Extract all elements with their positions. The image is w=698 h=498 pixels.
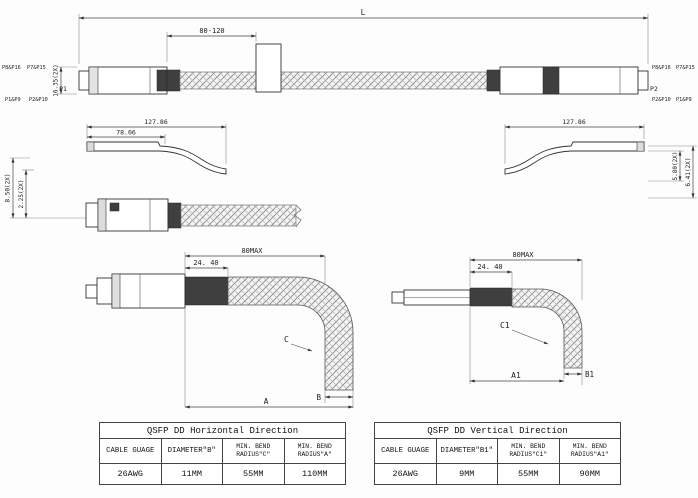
cell-diameter: 11MM <box>162 464 223 484</box>
dim-label-position: 80-120 <box>199 27 224 35</box>
port-p1-label: P1 <box>59 85 67 93</box>
dim-bend-v-offset: 24. 40 <box>477 263 502 271</box>
dim-height-8-50: 8.50(2X) <box>5 174 12 203</box>
pin-label: P2&P10 <box>652 97 671 103</box>
connector-p2 <box>486 66 649 95</box>
cable-bend <box>511 288 583 369</box>
label-length-a: A <box>264 397 269 406</box>
cell-bend-radius-c: 55MM <box>223 464 285 484</box>
pin-label: P8&P16 <box>652 65 671 71</box>
cell-diameter: 9MM <box>437 464 498 484</box>
dim-profile-right-length: 127.86 <box>562 118 586 126</box>
table-data-row: 26AWG 11MM 55MM 110MM <box>100 464 345 484</box>
cell-bend-radius-c1: 55MM <box>498 464 560 484</box>
bend-view-horizontal: 80MAX 24. 40 C B A <box>85 247 354 409</box>
column-header-min-bend-a1: MIN. BEND RADIUS"A1" <box>570 443 609 458</box>
column-header-diameter: DIAMETER"B" <box>162 439 223 463</box>
table-title: QSFP DD Vertical Direction <box>375 423 620 439</box>
dim-bend-h-max: 80MAX <box>241 247 263 255</box>
table-data-row: 26AWG 9MM 55MM 90MM <box>375 464 620 484</box>
label-bend-radius-c: C <box>284 335 289 344</box>
dim-connector-height: 16.35(2X) <box>53 64 60 97</box>
column-header-min-bend-a: MIN. BEND RADIUS"A" <box>297 443 332 458</box>
connector-side-view <box>85 198 302 232</box>
cable-profile <box>504 141 645 175</box>
table-header-row: CABLE GUAGE DIAMETER"B" MIN. BEND RADIUS… <box>100 439 345 464</box>
cable-profile <box>86 141 227 175</box>
table-header-row: CABLE GUAGE DIAMETER"B1" MIN. BEND RADIU… <box>375 439 620 464</box>
height-dims-left: 8.50(2X) 2.25(2X) <box>5 157 86 219</box>
technical-drawing: L 80-120 16.35(2X) P1 P2 P8&P16 P7&P1 <box>2 8 697 409</box>
connector-body <box>391 287 513 307</box>
pin-label: P2&P10 <box>29 97 48 103</box>
profile-view-right: 127.86 <box>504 118 645 175</box>
dim-height-5-80: 5.80(2X) <box>672 152 679 181</box>
cable-braid <box>179 71 488 90</box>
label-bend-radius-c1: C1 <box>500 321 510 330</box>
pin-pair-labels-left: P8&P16 P7&P15 P1&P9 P2&P10 <box>2 65 48 103</box>
pin-pair-labels-right: P8&P16 P7&P15 P2&P10 P1&P9 <box>652 65 695 103</box>
table-title: QSFP DD Horizontal Direction <box>100 423 345 439</box>
column-header-cable-gauge: CABLE GUAGE <box>375 439 437 463</box>
cell-cable-gauge: 26AWG <box>100 464 162 484</box>
column-header-diameter: DIAMETER"B1" <box>437 439 498 463</box>
dim-bend-h-offset: 24. 40 <box>193 259 218 267</box>
column-header-cable-gauge: CABLE GUAGE <box>100 439 162 463</box>
cable-label-flag <box>255 43 282 93</box>
label-diameter-b: B <box>316 393 321 402</box>
label-length-a1: A1 <box>511 371 521 380</box>
label-diameter-b1: B1 <box>585 370 594 379</box>
qsfp-horizontal-table: QSFP DD Horizontal Direction CABLE GUAGE… <box>99 422 346 485</box>
dim-overall-length: L <box>361 8 366 17</box>
pin-label: P8&P16 <box>2 65 21 71</box>
dim-profile-left-length: 127.86 <box>144 118 168 126</box>
connector-p1 <box>78 66 181 95</box>
cable-braid <box>180 204 297 227</box>
dim-height-2-25: 2.25(2X) <box>18 180 25 209</box>
cable-bend <box>227 276 354 391</box>
column-header-min-bend-c: MIN. BEND RADIUS"C" <box>223 439 285 463</box>
pin-label: P7&P15 <box>676 65 695 71</box>
cable-break-line <box>293 204 302 228</box>
bend-view-vertical: 80MAX 24. 40 C1 B1 A1 <box>391 251 594 385</box>
dim-height-6-41: 6.41(2X) <box>685 158 692 187</box>
cell-bend-radius-a: 110MM <box>301 469 328 479</box>
port-p2-label: P2 <box>650 85 658 93</box>
profile-view-left: 127.86 78.06 <box>86 118 227 175</box>
pin-label: P1&P9 <box>5 97 21 103</box>
dim-profile-left-front: 78.06 <box>116 129 136 137</box>
connector-body <box>85 273 229 309</box>
top-assembly-view: L 80-120 16.35(2X) P1 P2 P8&P16 P7&P1 <box>2 8 695 103</box>
cell-cable-gauge: 26AWG <box>375 464 437 484</box>
cell-bend-radius-a1: 90MM <box>579 469 600 479</box>
column-header-min-bend-c1: MIN. BEND RADIUS"C1" <box>498 439 560 463</box>
pin-label: P1&P9 <box>676 97 692 103</box>
qsfp-vertical-table: QSFP DD Vertical Direction CABLE GUAGE D… <box>374 422 621 485</box>
height-dims-right: 5.80(2X) 6.41(2X) <box>648 145 697 199</box>
pin-label: P7&P15 <box>27 65 46 71</box>
dim-bend-v-max: 80MAX <box>512 251 534 259</box>
